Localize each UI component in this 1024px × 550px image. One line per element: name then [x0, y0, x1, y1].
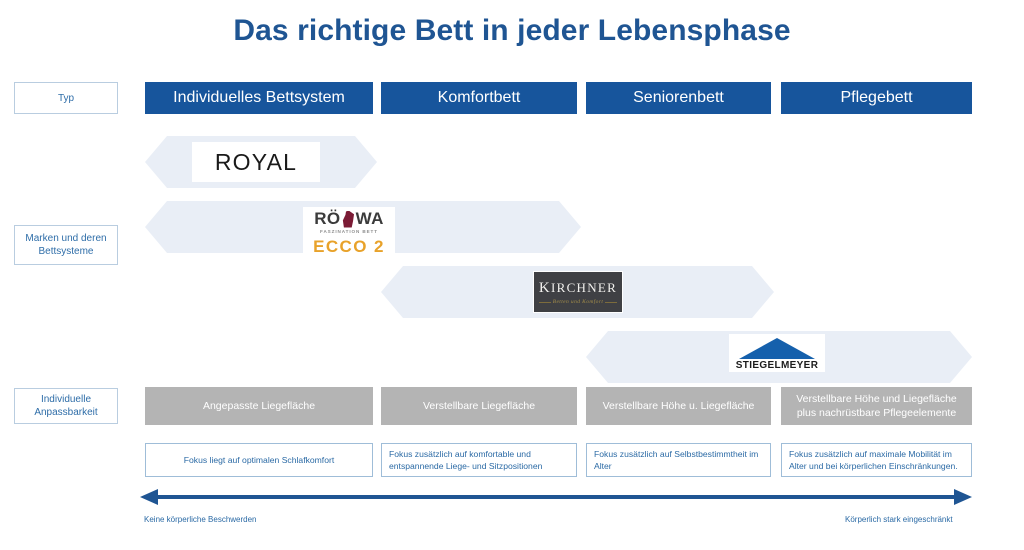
scale-label-left: Keine körperliche Beschwerden — [144, 515, 257, 524]
horse-head-icon — [342, 210, 355, 228]
row-label-marken: Marken und deren Bettsysteme — [14, 225, 118, 265]
focus-box-1: Fokus liegt auf optimalen Schlafkomfort — [145, 443, 373, 477]
roewa-product-ecco2: ECCO 2 — [313, 237, 385, 256]
kirchner-wordmark: KIRCHNER — [539, 280, 617, 297]
adaptability-box-1: Angepasste Liegefläche — [145, 387, 373, 425]
roewa-wordmark: RÖ WA — [314, 210, 384, 228]
page-title: Das richtige Bett in jeder Lebensphase — [233, 14, 791, 47]
roewa-wordmark-part2: WA — [355, 209, 384, 228]
row-label-marken-line1: Marken und deren — [25, 233, 107, 244]
brand-logo-stiegelmeyer: STIEGELMEYER — [729, 334, 825, 372]
adaptability-box-4: Verstellbare Höhe und Liegefläche plus n… — [781, 387, 972, 425]
row-label-typ: Typ — [14, 82, 118, 114]
severity-scale-arrow — [140, 489, 972, 505]
brand-logo-kirchner: KIRCHNER Betten und Komfort — [533, 271, 623, 313]
row-label-marken-text: Marken und deren Bettsysteme — [25, 232, 106, 258]
type-bar-individuelles-bettsystem: Individuelles Bettsystem — [145, 82, 373, 114]
row-label-typ-text: Typ — [57, 92, 75, 104]
roewa-tagline: FASZINATION BETT — [320, 229, 378, 234]
row-label-marken-line2: Bettsysteme — [38, 246, 94, 257]
roewa-wordmark-part1: RÖ — [314, 209, 341, 228]
row-label-anpass-line2: Anpassbarkeit — [34, 407, 98, 418]
row-label-anpass-line1: Individuelle — [40, 394, 92, 405]
type-bar-seniorenbett: Seniorenbett — [586, 82, 771, 114]
stiegelmeyer-wordmark: STIEGELMEYER — [735, 360, 819, 371]
adaptability-box-3: Verstellbare Höhe u. Liegefläche — [586, 387, 771, 425]
brand-logo-royal: ROYAL — [192, 142, 320, 182]
kirchner-wordmark-rest: IRCHNER — [550, 279, 618, 295]
type-bar-komfortbett: Komfortbett — [381, 82, 577, 114]
scale-label-right: Körperlich stark eingeschränkt — [845, 515, 953, 524]
royal-wordmark: ROYAL — [214, 148, 298, 175]
adaptability-box-2: Verstellbare Liegefläche — [381, 387, 577, 425]
focus-box-3: Fokus zusätzlich auf Selbstbestimmtheit … — [586, 443, 771, 477]
focus-box-4: Fokus zusätzlich auf maximale Mobilität … — [781, 443, 972, 477]
kirchner-tagline: Betten und Komfort — [538, 299, 618, 305]
roof-triangle-icon — [739, 338, 815, 359]
row-label-anpassbarkeit: Individuelle Anpassbarkeit — [14, 388, 118, 424]
brand-logo-roewa: RÖ WA FASZINATION BETT ECCO 2 — [303, 207, 395, 259]
focus-box-2: Fokus zusätzlich auf komfortable und ent… — [381, 443, 577, 477]
row-label-anpass-text: Individuelle Anpassbarkeit — [34, 393, 97, 419]
type-bar-pflegebett: Pflegebett — [781, 82, 972, 114]
kirchner-wordmark-cap: K — [538, 279, 551, 296]
